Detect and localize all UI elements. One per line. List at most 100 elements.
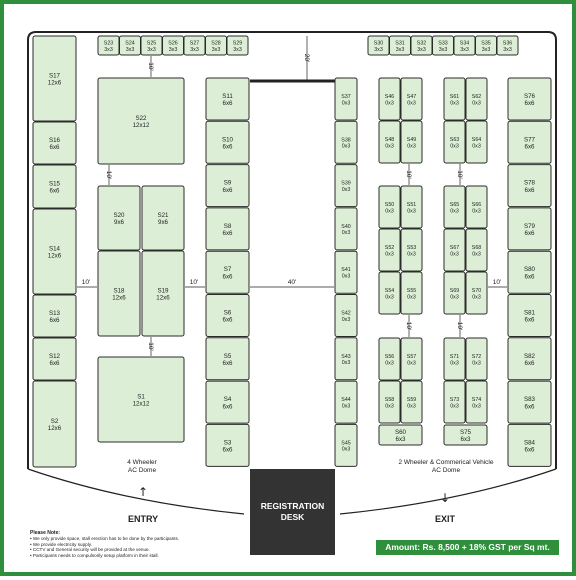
stall-box [443, 77, 466, 121]
stall-size: 0x3 [472, 100, 481, 106]
stall-box [205, 120, 250, 164]
stall-size: 12x6 [48, 425, 62, 432]
stall-box [443, 424, 488, 446]
stalls-layer: S233x3S243x3S253x3S263x3S273x3S283x3S293… [32, 35, 552, 468]
stall-size: 6x6 [50, 144, 61, 151]
stall-size: 0x3 [407, 143, 416, 149]
stall-size: 0x3 [450, 360, 459, 366]
stall-box [205, 77, 250, 121]
stall-box [334, 207, 358, 251]
stall-box [443, 120, 466, 164]
stall-size: 0x3 [450, 403, 459, 409]
stall-box [32, 208, 77, 295]
stall-box [507, 164, 552, 208]
stall-id: S18 [113, 288, 125, 295]
stall-id: S80 [524, 266, 536, 273]
stall-box [97, 250, 141, 337]
stall-id: S75 [460, 429, 472, 436]
stall-box [32, 380, 77, 468]
stall-size: 0x3 [407, 294, 416, 300]
stall-box [378, 337, 401, 381]
stall-id: S55 [407, 288, 416, 294]
stall-box [443, 337, 466, 381]
stall-size: 0x3 [472, 403, 481, 409]
stall-box [465, 337, 488, 381]
stall-id: S21 [157, 212, 169, 219]
stall-size: 0x3 [450, 143, 459, 149]
stall-box [443, 271, 466, 315]
stall-id: S71 [450, 354, 459, 360]
stall-size: 0x3 [450, 100, 459, 106]
stall-id: S48 [385, 137, 394, 143]
dimension-label: 10' [405, 322, 412, 330]
stall-id: S13 [49, 310, 61, 317]
stall-box [334, 294, 358, 337]
stall-size: 3x3 [396, 47, 405, 53]
dimension-marker: 10' [77, 279, 97, 288]
note-item: We provide electricity supply. [30, 542, 179, 547]
stall-id: S81 [524, 310, 536, 317]
stall-size: 3x3 [212, 47, 221, 53]
stall-size: 6x6 [223, 187, 234, 194]
stall-box [378, 424, 423, 446]
stall-size: 3x3 [126, 47, 135, 53]
stall-box [400, 77, 423, 121]
note-item: Participants needs to compulsorily setup… [30, 553, 179, 558]
stall-id: S53 [407, 245, 416, 251]
stall-size: 9x6 [114, 219, 125, 226]
stall-box [400, 337, 423, 381]
stall-box [443, 185, 466, 229]
stall-box [400, 185, 423, 229]
stall-id: S49 [407, 137, 416, 143]
stall-size: 12x12 [133, 401, 150, 408]
stall-id: S27 [190, 41, 199, 47]
stall-size: 6x6 [50, 188, 61, 195]
stall-id: S30 [374, 41, 383, 47]
stall-box [465, 380, 488, 424]
dimensions-layer: 10'20'10'10'10'40'10'10'10'10'10'10' [77, 36, 507, 356]
stall-id: S6 [224, 310, 232, 317]
stall-id: S65 [450, 202, 459, 208]
dimension-label: 10' [190, 279, 198, 286]
stall-size: 6x6 [223, 403, 234, 410]
hall-walls [27, 31, 557, 515]
stall-box [507, 250, 552, 294]
registration-desk-line1: REGISTRATION [260, 501, 325, 511]
stall-id: S41 [341, 267, 350, 273]
stall-box [334, 423, 358, 467]
stall-id: S51 [407, 202, 416, 208]
stall-id: S20 [113, 212, 125, 219]
stall-size: 3x3 [482, 47, 491, 53]
stall-box [205, 423, 250, 467]
stall-box [334, 164, 358, 208]
stall-box [32, 164, 77, 209]
stall-id: S28 [211, 41, 220, 47]
stall-id: S17 [49, 73, 61, 80]
dome-label-line: 4 Wheeler [127, 459, 157, 466]
